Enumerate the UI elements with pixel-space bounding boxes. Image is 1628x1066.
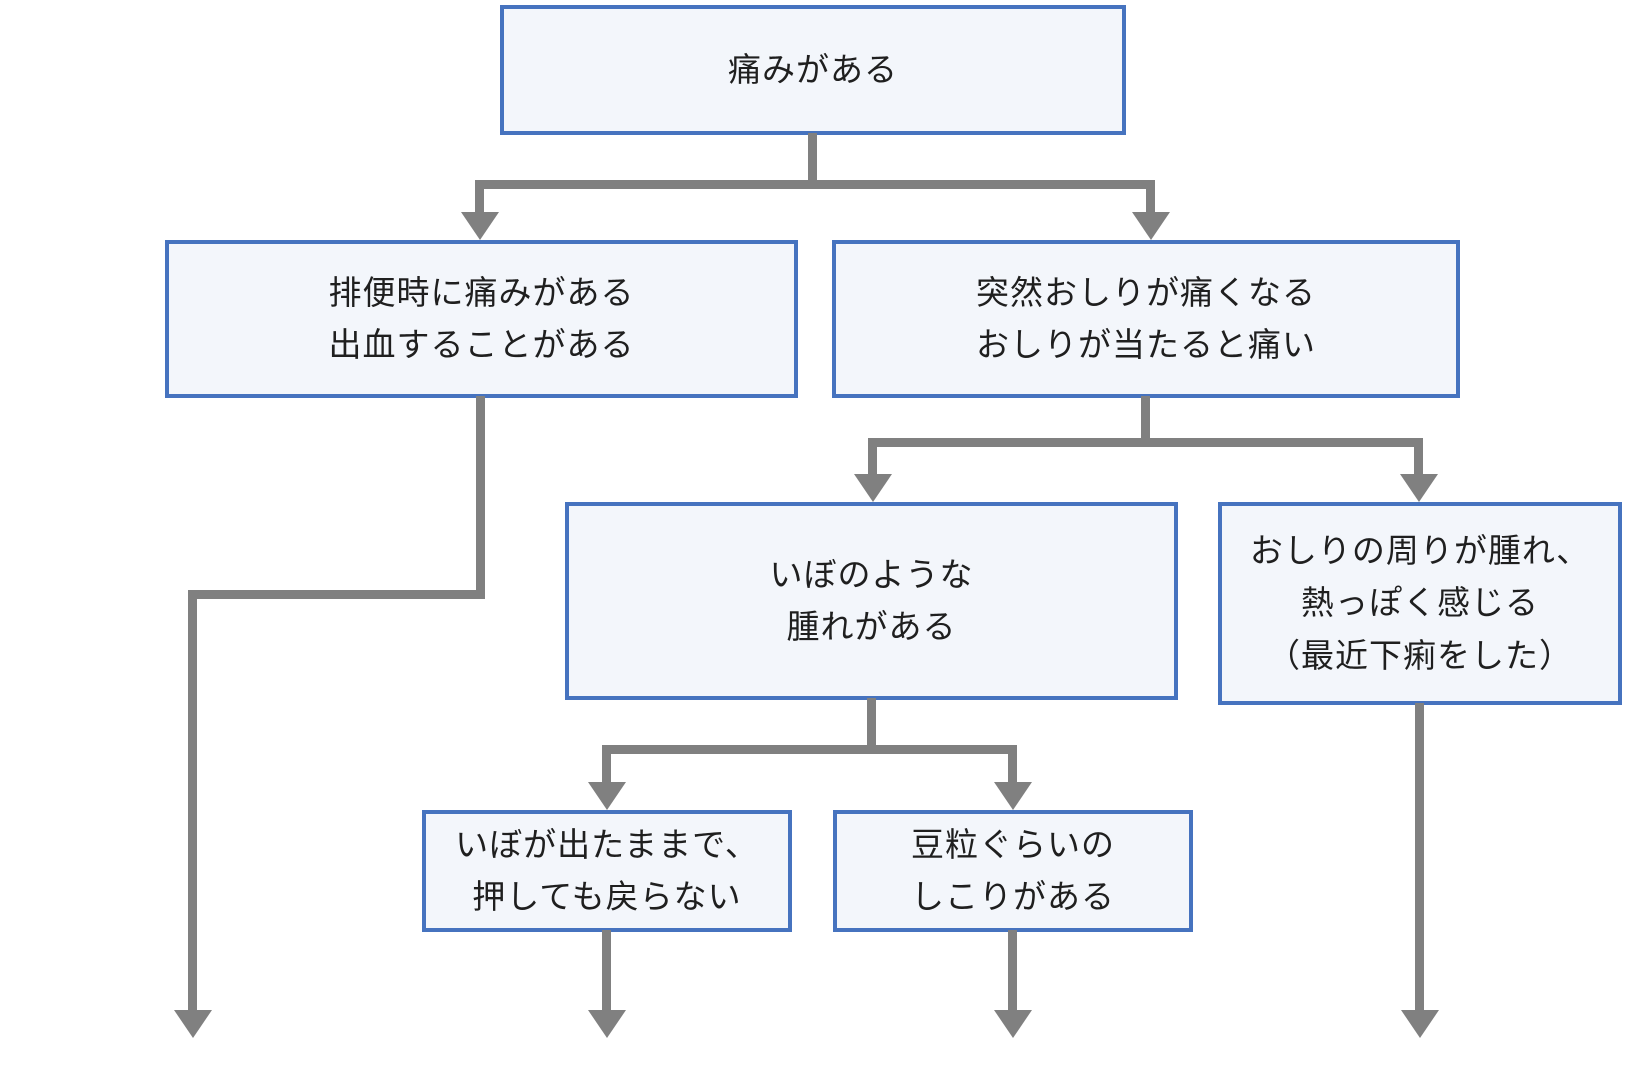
- arrowhead-to-wart-icon: [854, 474, 892, 502]
- node-bean-lump: 豆粒ぐらいの しこりがある: [833, 810, 1193, 932]
- arrowhead-to-defecation-icon: [461, 212, 499, 240]
- connector-to-prolapsed-shaft: [602, 745, 611, 784]
- connector-prolapsed-drop: [602, 930, 611, 1012]
- connector-hot-drop: [1415, 703, 1424, 1012]
- connector-to-sudden-shaft: [1146, 180, 1155, 214]
- arrowhead-defecation-exit-icon: [174, 1010, 212, 1038]
- connector-pain-stem: [808, 133, 817, 189]
- arrowhead-bean-exit-icon: [994, 1010, 1032, 1038]
- arrowhead-to-sudden-icon: [1132, 212, 1170, 240]
- connector-bean-drop: [1008, 930, 1017, 1012]
- connector-wart-stem: [867, 698, 876, 754]
- connector-wart-split-bar: [602, 745, 1017, 754]
- arrowhead-to-bean-icon: [994, 782, 1032, 810]
- connector-to-wart-shaft: [868, 438, 877, 476]
- node-defecation-pain: 排便時に痛みがある 出血することがある: [165, 240, 798, 398]
- arrowhead-prolapsed-exit-icon: [588, 1010, 626, 1038]
- connector-sudden-stem: [1141, 396, 1150, 447]
- connector-defecation-drop: [188, 590, 197, 1012]
- arrowhead-hot-exit-icon: [1401, 1010, 1439, 1038]
- node-sudden-pain: 突然おしりが痛くなる おしりが当たると痛い: [832, 240, 1460, 398]
- arrowhead-to-prolapsed-icon: [588, 782, 626, 810]
- node-wart-swelling: いぼのような 腫れがある: [565, 502, 1178, 700]
- connector-to-defecation-shaft: [475, 180, 484, 214]
- connector-defecation-elbow: [188, 590, 485, 599]
- arrowhead-to-hot-icon: [1400, 474, 1438, 502]
- node-prolapsed-wart: いぼが出たままで、 押しても戻らない: [422, 810, 792, 932]
- connector-sudden-split-bar: [868, 438, 1423, 447]
- connector-to-hot-shaft: [1414, 438, 1423, 476]
- node-pain: 痛みがある: [500, 5, 1126, 135]
- connector-defecation-stem: [476, 396, 485, 599]
- connector-pain-split-bar: [475, 180, 1155, 189]
- connector-to-bean-shaft: [1008, 745, 1017, 784]
- node-hot-swelling: おしりの周りが腫れ、 熱っぽく感じる （最近下痢をした）: [1218, 502, 1622, 705]
